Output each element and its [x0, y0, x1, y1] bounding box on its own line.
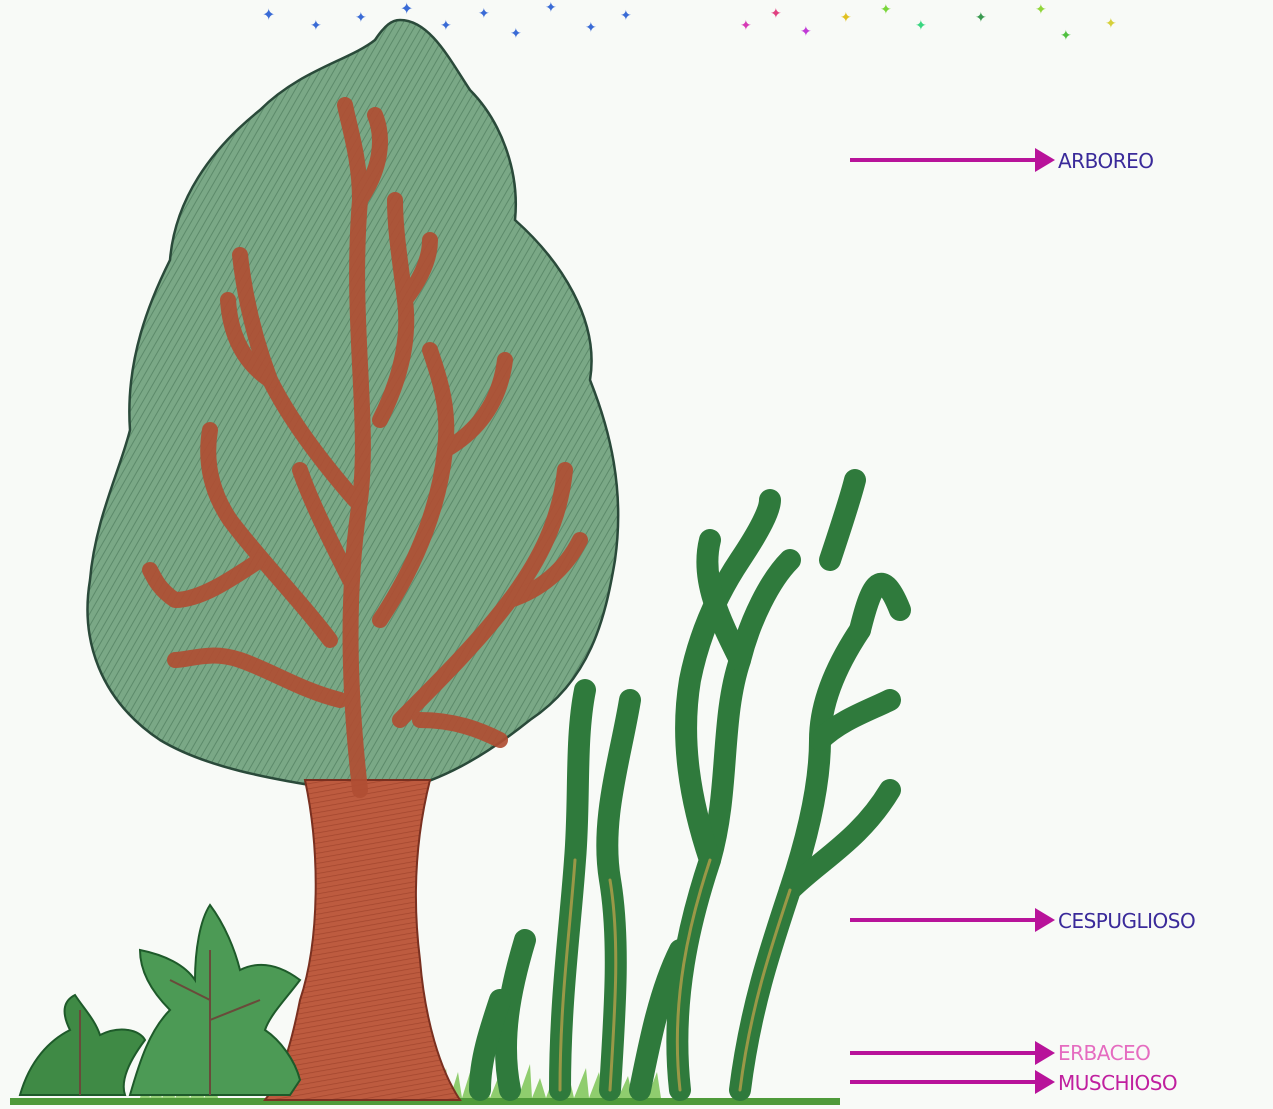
arrow-right-icon: [850, 148, 1055, 1094]
svg-text:✦: ✦: [1035, 2, 1047, 18]
svg-text:✦: ✦: [585, 20, 597, 36]
svg-text:✦: ✦: [400, 0, 413, 18]
svg-text:✦: ✦: [478, 6, 490, 22]
svg-text:✦: ✦: [800, 24, 812, 40]
svg-text:✦: ✦: [545, 0, 557, 16]
svg-text:✦: ✦: [620, 8, 632, 24]
svg-text:✦: ✦: [1060, 28, 1072, 44]
svg-text:✦: ✦: [840, 10, 852, 26]
svg-text:✦: ✦: [770, 6, 782, 22]
tree-icon: [88, 20, 619, 1100]
svg-text:✦: ✦: [440, 18, 452, 34]
svg-text:✦: ✦: [262, 5, 275, 24]
svg-text:✦: ✦: [355, 10, 367, 26]
svg-text:✦: ✦: [510, 26, 522, 42]
svg-text:✦: ✦: [975, 10, 987, 26]
svg-text:✦: ✦: [880, 2, 892, 18]
label-erbaceo: ERBACEO: [1058, 1041, 1150, 1065]
svg-text:✦: ✦: [740, 18, 752, 34]
label-muschioso: MUSCHIOSO: [1058, 1071, 1177, 1095]
svg-text:✦: ✦: [1105, 16, 1117, 32]
leafy-plant-icon: [20, 905, 300, 1095]
label-arboreo: ARBOREO: [1058, 149, 1153, 173]
svg-text:✦: ✦: [310, 18, 322, 34]
label-cespuglioso: CESPUGLIOSO: [1058, 909, 1195, 933]
svg-text:✦: ✦: [915, 18, 927, 34]
